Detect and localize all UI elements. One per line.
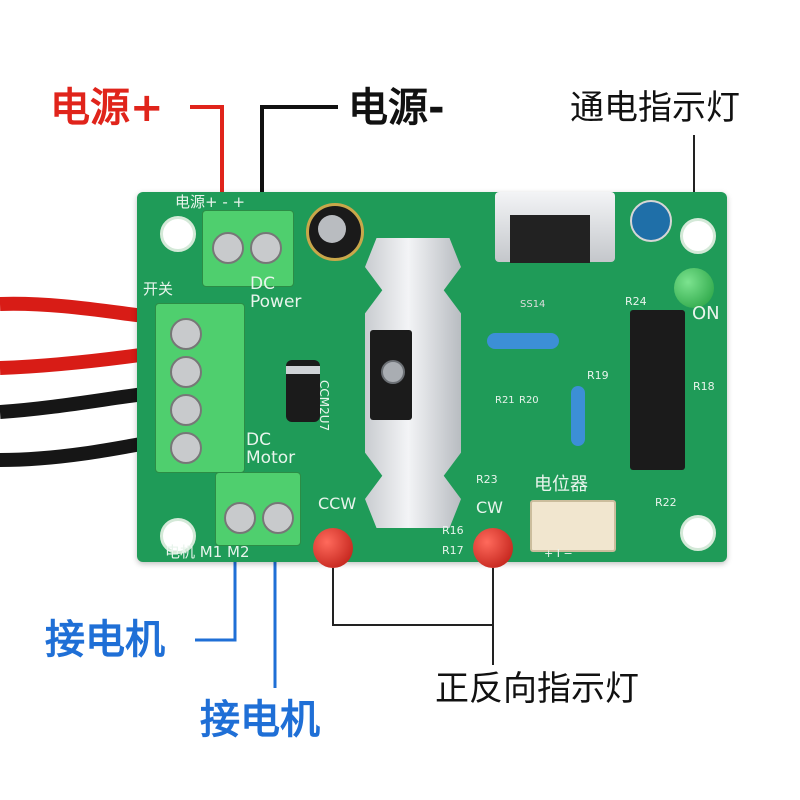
silk-switch-label: 开关 <box>143 280 174 298</box>
screw-icon <box>224 502 256 534</box>
silk-ref-r23: R23 <box>476 473 498 486</box>
silk-ref-r21: R21 <box>495 395 515 406</box>
motor-a-leader <box>195 540 237 642</box>
motor-callout-b: 接电机 <box>200 697 320 743</box>
cw-led <box>473 528 513 568</box>
direction-leds-callout: 正反向指示灯 <box>435 669 639 709</box>
power-minus-leader <box>260 105 338 205</box>
silk-ref-r17: R17 <box>442 544 464 557</box>
regulator <box>510 215 590 263</box>
silk-dc-power: DC Power <box>250 274 302 312</box>
mounting-hole <box>160 518 196 554</box>
mounting-hole <box>680 515 716 551</box>
power-plus-leader <box>190 105 224 205</box>
silk-ref-r20: R20 <box>519 395 539 406</box>
resistor <box>487 333 559 349</box>
screw-icon <box>170 394 202 426</box>
mounting-hole <box>680 218 716 254</box>
electrolytic-capacitor <box>306 203 364 261</box>
silk-ref-r19: R19 <box>587 369 609 382</box>
silk-on: ON <box>692 303 720 324</box>
silk-dc-motor: DC Motor <box>246 430 296 468</box>
silk-ss14: SS14 <box>520 299 546 310</box>
diode-band <box>286 366 320 374</box>
silk-ref-r22: R22 <box>655 496 677 509</box>
screw-icon <box>262 502 294 534</box>
mounting-hole <box>160 216 196 252</box>
silk-ref-r16: R16 <box>442 524 464 537</box>
silk-diode-code: CCM2U7 <box>317 380 331 432</box>
power-led-callout: 通电指示灯 <box>570 88 740 128</box>
silk-cw: CW <box>476 498 503 517</box>
silk-power-label: 电源+ - + <box>175 193 246 211</box>
screw-icon <box>170 356 202 388</box>
power-plus-callout: 电源+ <box>50 85 164 131</box>
silk-motor-label: 电机 M1 M2 <box>165 543 250 561</box>
mosfet-screw <box>381 360 405 384</box>
pot-connector <box>530 500 616 552</box>
motor-callout-a: 接电机 <box>45 617 165 663</box>
power-led <box>674 268 714 308</box>
small-capacitor <box>630 200 672 242</box>
ic-chip <box>630 310 685 470</box>
silk-ref-r24: R24 <box>625 295 647 308</box>
direction-leds-leader <box>332 568 494 626</box>
resistor-vertical <box>571 386 585 446</box>
silk-ref-r18: R18 <box>693 380 715 393</box>
silk-pot-pins: + I − <box>544 547 573 560</box>
screw-icon <box>250 232 282 264</box>
ccw-led <box>313 528 353 568</box>
power-minus-callout: 电源- <box>348 85 445 131</box>
capacitor-top <box>318 215 346 243</box>
screw-icon <box>170 318 202 350</box>
silk-pot-label: 电位器 <box>534 474 588 495</box>
silk-ccw: CCW <box>318 494 357 513</box>
screw-icon <box>212 232 244 264</box>
screw-icon <box>170 432 202 464</box>
